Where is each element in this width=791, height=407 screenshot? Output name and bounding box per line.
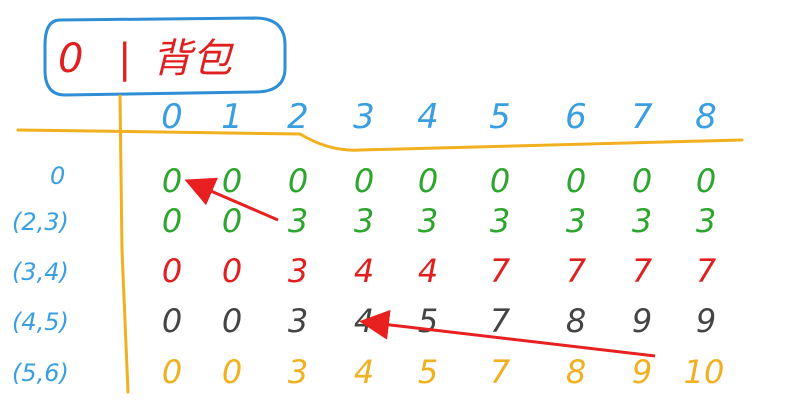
cell-r0-c2: 0: [288, 162, 308, 200]
cell-r4-c1: 0: [222, 353, 242, 391]
column-header-8: 8: [695, 97, 717, 137]
cell-r4-c2: 3: [288, 353, 308, 391]
title-separator: |: [118, 36, 131, 82]
cell-r1-c0: 0: [162, 202, 182, 240]
arrow-back-to-row3: [359, 309, 656, 358]
column-header-3: 3: [353, 97, 375, 137]
cell-r4-c0: 0: [162, 353, 182, 391]
title-bubble: 0 | 背包: [43, 16, 287, 97]
cell-r4-c6: 8: [566, 353, 586, 391]
cell-r0-c3: 0: [354, 162, 374, 200]
header-axis-line: [16, 128, 744, 152]
row-label-2: (3,4): [12, 258, 69, 286]
column-header-1: 1: [221, 97, 243, 137]
cell-r4-c5: 7: [490, 353, 511, 391]
cell-r1-c8: 3: [696, 202, 716, 240]
cell-r3-c7: 9: [632, 302, 652, 340]
row-label-1: (2,3): [12, 208, 69, 236]
cell-r0-c8: 0: [696, 162, 716, 200]
cell-r0-c4: 0: [418, 162, 438, 200]
cell-r1-c4: 3: [418, 202, 438, 240]
cell-r0-c0: 0: [162, 162, 182, 200]
cell-r1-c2: 3: [288, 202, 308, 240]
cell-r2-c5: 7: [490, 252, 511, 290]
column-header-5: 5: [489, 97, 511, 137]
cell-r1-c6: 3: [566, 202, 586, 240]
cell-r4-c4: 5: [418, 353, 438, 391]
cell-r3-c5: 7: [490, 302, 511, 340]
row-label-0: 0: [50, 162, 65, 190]
title-zero: 0: [58, 36, 83, 82]
cell-r0-c6: 0: [566, 162, 586, 200]
cell-r2-c8: 7: [696, 252, 717, 290]
cell-r2-c4: 4: [418, 252, 438, 290]
cell-r0-c7: 0: [632, 162, 652, 200]
row-label-3: (4,5): [12, 308, 69, 336]
title-text: 背包: [152, 36, 235, 82]
cell-r2-c3: 4: [354, 252, 374, 290]
cell-r0-c5: 0: [490, 162, 510, 200]
cell-r2-c7: 7: [632, 252, 653, 290]
cell-r3-c3: 4: [354, 302, 374, 340]
cell-r1-c5: 3: [490, 202, 510, 240]
column-header-4: 4: [417, 97, 439, 137]
cell-r3-c6: 8: [566, 302, 586, 340]
column-header-7: 7: [631, 97, 653, 137]
cell-r1-c7: 3: [632, 202, 652, 240]
row-labels: 0 (2,3) (3,4) (4,5) (5,6): [12, 162, 69, 387]
cell-r0-c1: 0: [222, 162, 242, 200]
cell-r2-c0: 0: [162, 252, 182, 290]
row-label-4: (5,6): [12, 359, 69, 387]
cell-r3-c1: 0: [222, 302, 242, 340]
arrow-back-to-row0: [184, 177, 279, 222]
cell-r3-c0: 0: [162, 302, 182, 340]
cell-r3-c2: 3: [288, 302, 308, 340]
column-header-6: 6: [565, 97, 587, 137]
cell-r4-c8: 10: [684, 353, 725, 391]
cell-r1-c3: 3: [354, 202, 374, 240]
cell-r2-c2: 3: [288, 252, 308, 290]
cell-r3-c8: 9: [696, 302, 716, 340]
cell-r2-c6: 7: [566, 252, 587, 290]
column-header-0: 0: [161, 97, 183, 137]
cell-r4-c3: 4: [354, 353, 374, 391]
column-header-2: 2: [287, 97, 309, 137]
cell-r3-c4: 5: [418, 302, 438, 340]
title-border: [43, 16, 287, 97]
cell-r2-c1: 0: [222, 252, 242, 290]
cell-r1-c1: 0: [222, 202, 242, 240]
row-axis-line: [118, 94, 130, 394]
cell-r4-c7: 9: [632, 353, 652, 391]
